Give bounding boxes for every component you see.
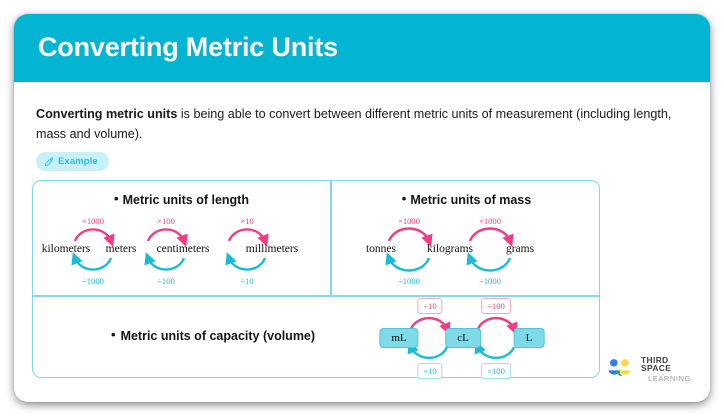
logo-wordmark: THIRD SPACE LEARNING	[641, 356, 698, 382]
unit-term-kilometers: kilometers	[41, 243, 91, 255]
example-badge[interactable]: Example	[36, 152, 109, 171]
mass-multiply-1: ×1000	[397, 216, 421, 226]
unit-chip-ml: mL	[379, 328, 419, 348]
unit-term-meters: meters	[105, 243, 137, 255]
capacity-multiply-2: ×100	[481, 363, 511, 379]
capacity-divide-2: ÷100	[481, 298, 511, 314]
logo-line-1: THIRD SPACE	[641, 354, 672, 374]
panel-metric-units-of-length: •Metric units of length	[33, 181, 330, 295]
length-divide-3: ÷10	[240, 276, 254, 286]
example-badge-label: Example	[58, 156, 98, 167]
example-box: •Metric units of length	[32, 180, 601, 379]
intro-bold-lead: Converting metric units	[36, 107, 178, 121]
panel-length-heading: •Metric units of length	[33, 191, 330, 207]
unit-term-kilograms: kilograms	[427, 243, 473, 255]
logo-line-2: LEARNING	[648, 373, 691, 383]
length-multiply-1: ×1000	[81, 216, 105, 226]
panel-mass-heading-text: Metric units of mass	[410, 193, 532, 207]
unit-chip-l: L	[513, 328, 545, 348]
mass-divide-1: ÷1000	[398, 276, 420, 286]
unit-term-millimeters: millimeters	[245, 243, 299, 255]
length-divide-1: ÷1000	[82, 276, 104, 286]
bullet-icon: •	[401, 191, 407, 206]
third-space-learning-logo: THIRD SPACE LEARNING	[606, 354, 698, 384]
capacity-multiply-1: ×10	[417, 363, 443, 379]
card-body: Converting metric units is being able to…	[14, 82, 710, 402]
length-multiply-3: ×10	[240, 216, 254, 226]
panel-capacity-heading-text: Metric units of capacity (volume)	[120, 329, 316, 343]
panel-capacity-heading: • Metric units of capacity (volume)	[111, 327, 315, 343]
intro-rest: is being able to convert between differe…	[36, 107, 672, 141]
length-arrows-diagram	[71, 228, 269, 271]
unit-term-tonnes: tonnes	[365, 243, 397, 255]
three-figures-icon	[608, 359, 631, 377]
capacity-divide-1: ÷10	[417, 298, 443, 314]
mass-divide-2: ÷1000	[479, 276, 501, 286]
horizontal-divider	[33, 295, 599, 297]
panel-metric-units-of-capacity: • Metric units of capacity (volume)	[33, 297, 601, 379]
length-divide-2: ÷100	[157, 276, 175, 286]
lesson-card: Converting Metric Units Converting metri…	[14, 14, 710, 402]
intro-paragraph: Converting metric units is being able to…	[36, 104, 691, 144]
length-multiply-2: ×100	[157, 216, 175, 226]
unit-term-centimeters: centimeters	[156, 243, 210, 255]
mass-multiply-2: ×1000	[478, 216, 502, 226]
panel-mass-heading: •Metric units of mass	[332, 191, 601, 207]
capacity-arrows-diagram	[407, 316, 518, 360]
page-title: Converting Metric Units	[38, 32, 338, 62]
bullet-icon: •	[114, 191, 119, 206]
vertical-divider	[330, 181, 332, 295]
mass-arrows-diagram	[385, 227, 514, 272]
unit-term-grams: grams	[505, 243, 535, 255]
bullet-icon: •	[111, 327, 116, 342]
panel-metric-units-of-mass: •Metric units of mass	[332, 181, 601, 295]
pencil-icon	[44, 156, 54, 166]
unit-chip-cl: cL	[445, 328, 481, 348]
card-header: Converting Metric Units	[14, 14, 710, 82]
panel-length-heading-text: Metric units of length	[122, 193, 249, 207]
